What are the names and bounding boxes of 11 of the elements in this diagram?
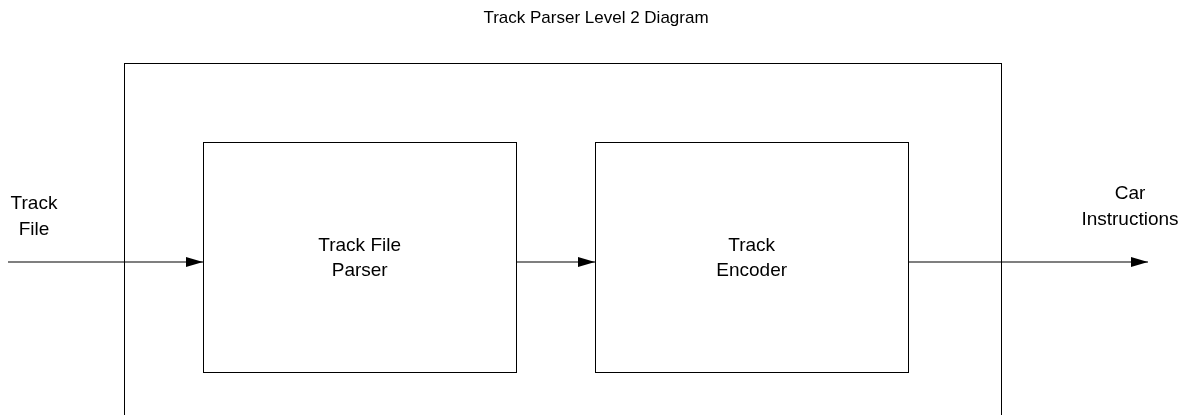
arrow xyxy=(7,257,204,267)
arrow xyxy=(516,257,596,267)
arrow xyxy=(908,257,1149,267)
edge-label: Car Instructions xyxy=(1080,181,1180,231)
node-label: Track Encoder xyxy=(715,233,789,283)
process-box xyxy=(202,141,517,373)
diagram-title: Track Parser Level 2 Diagram xyxy=(482,8,710,28)
edge-label: Track File xyxy=(9,191,59,241)
node-label: Track File Parser xyxy=(317,233,403,283)
system-boundary-box xyxy=(124,63,1002,415)
process-box xyxy=(594,141,909,373)
